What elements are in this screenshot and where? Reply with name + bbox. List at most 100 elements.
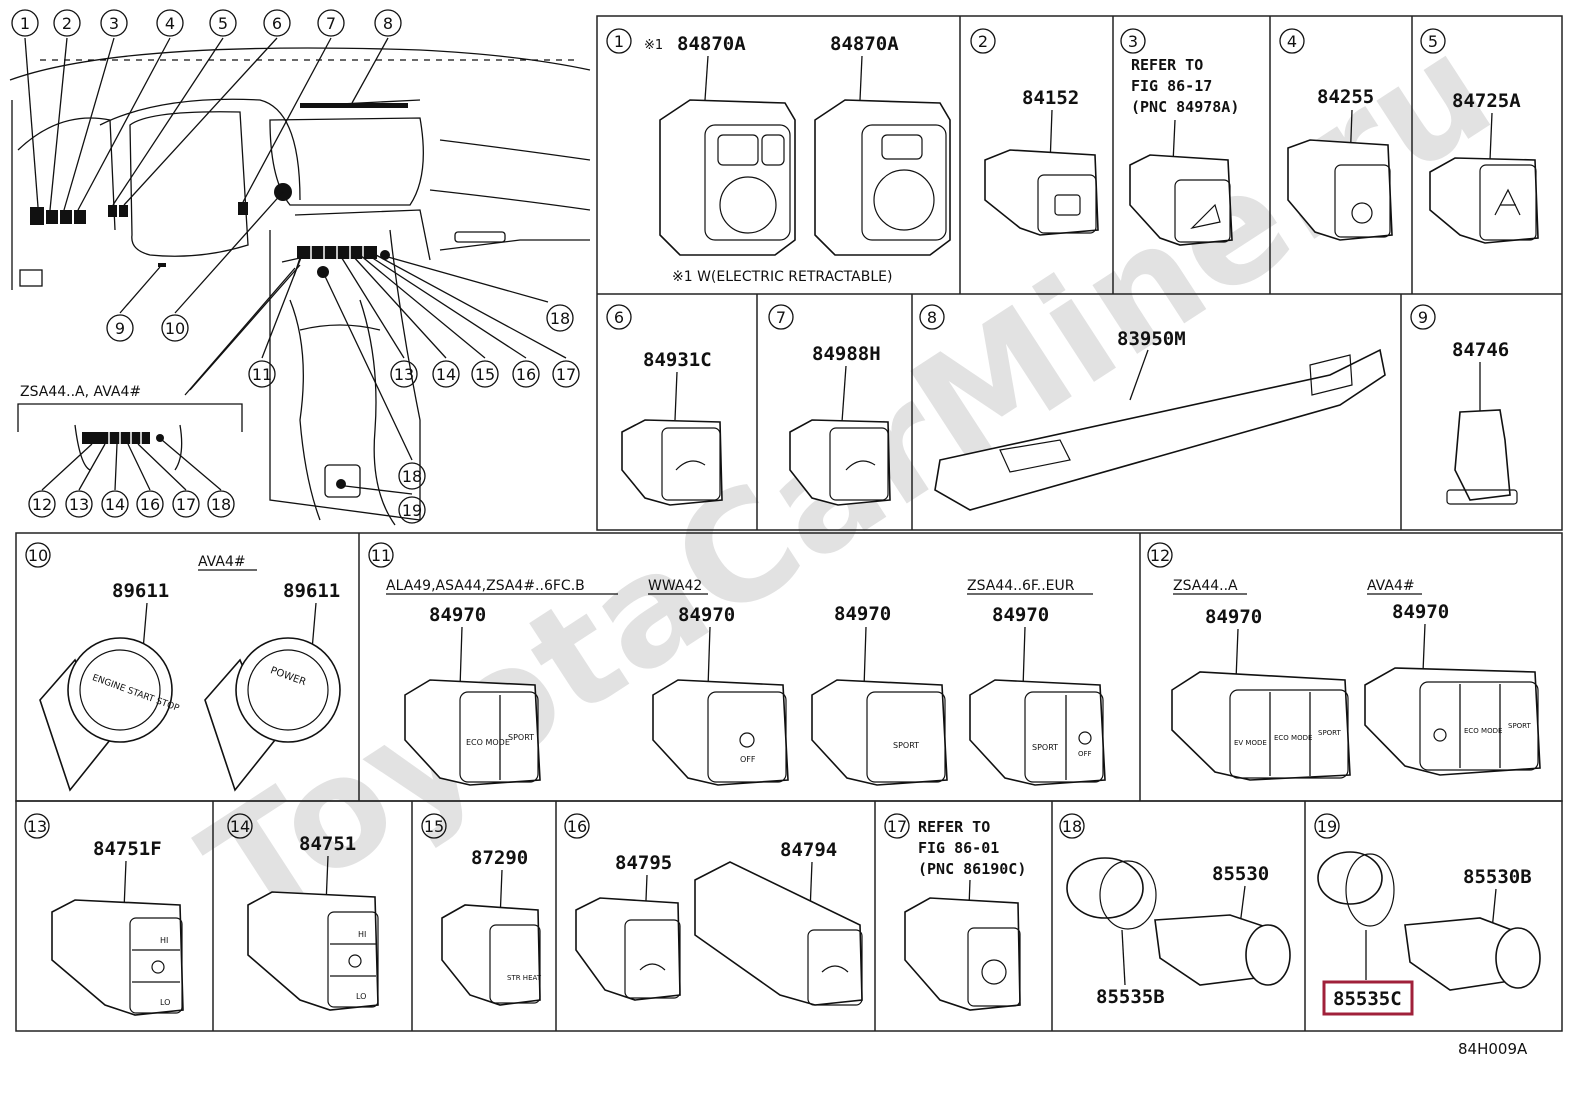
cell-16: 16 84795 84794 [564,813,863,1006]
svg-text:5: 5 [218,14,228,33]
lo-label-14: LO [356,992,366,1001]
svg-text:18: 18 [1062,817,1082,836]
svg-text:18: 18 [402,467,422,486]
svg-text:84870A: 84870A [677,33,746,55]
svg-text:15: 15 [424,817,444,836]
svg-text:84751F: 84751F [93,838,162,860]
cell-9: 9 84746 [1410,304,1518,505]
svg-text:84970: 84970 [429,604,486,626]
callout-10: 10 [161,314,189,342]
callout-14: 14 [432,360,460,388]
str-heat-label: STR HEAT [507,974,542,982]
svg-text:REFER TO: REFER TO [918,818,990,836]
svg-text:85530B: 85530B [1463,866,1532,888]
svg-text:2: 2 [62,14,72,33]
svg-text:(PNC 84978A): (PNC 84978A) [1131,98,1239,116]
callout-2: 2 [53,9,81,37]
svg-text:9: 9 [1418,308,1428,327]
svg-text:17: 17 [176,495,196,514]
svg-text:84725A: 84725A [1452,90,1521,112]
svg-text:16: 16 [567,817,587,836]
svg-text:84970: 84970 [834,603,891,625]
svg-text:84746: 84746 [1452,339,1509,361]
svg-text:84970: 84970 [1392,601,1449,623]
svg-text:19: 19 [402,501,422,520]
callout-16: 16 [512,360,540,388]
hi-label-13: HI [160,936,168,945]
svg-text:84751: 84751 [299,833,356,855]
callout-13: 13 [390,360,418,388]
sub-callout-17: 17 [172,490,200,518]
cell-10: 10 AVA4# 89611 89611 ENGINE START STOP P… [25,542,341,792]
svg-text:REFER TO: REFER TO [1131,56,1203,74]
svg-text:14: 14 [230,817,250,836]
svg-text:85530: 85530 [1212,863,1269,885]
diagram-code: 84H009A [1458,1040,1528,1058]
svg-text:1: 1 [614,32,624,51]
svg-text:84931C: 84931C [643,349,712,371]
svg-text:84152: 84152 [1022,87,1079,109]
callout-17: 17 [552,360,580,388]
overview-callouts: 1 2 3 4 5 6 7 8 9 10 11 13 14 15 16 17 1… [11,9,580,524]
callout-6: 6 [263,9,291,37]
svg-text:89611: 89611 [112,580,169,602]
svg-text:FIG 86-17: FIG 86-17 [1131,77,1212,95]
svg-text:10: 10 [165,319,185,338]
svg-text:84255: 84255 [1317,86,1374,108]
svg-text:84970: 84970 [992,604,1049,626]
cell-11: 11 ALA49,ASA44,ZSA4#..6FC.B WWA42 ZSA44.… [368,542,1106,786]
sport-label-d: SPORT [1032,743,1058,752]
cell-7: 7 84988H [768,304,891,506]
callout-18b: 18 [398,462,426,490]
callout-8: 8 [374,9,402,37]
svg-text:89611: 89611 [283,580,340,602]
ev-mode-label-a: EV MODE [1234,739,1267,747]
cell-4: 4 84255 [1279,28,1393,241]
highlighted-part-box [1322,980,1414,1016]
svg-text:4: 4 [1287,32,1297,51]
svg-text:84795: 84795 [615,852,672,874]
callout-11: 11 [248,360,276,388]
svg-text:4: 4 [165,14,175,33]
callout-5: 5 [209,9,237,37]
callout-4: 4 [156,9,184,37]
svg-text:ALA49,ASA44,ZSA4#..6FC.B: ALA49,ASA44,ZSA4#..6FC.B [386,578,585,594]
sub-callout-16: 16 [136,490,164,518]
cell-6: 6 84931C [606,304,723,506]
svg-text:16: 16 [140,495,160,514]
svg-text:83950M: 83950M [1117,328,1186,350]
cell-14: 14 84751 HI LO [227,813,379,1011]
svg-text:3: 3 [1128,32,1138,51]
svg-text:8: 8 [927,308,937,327]
svg-text:※1 W(ELECTRIC RETRACTABLE): ※1 W(ELECTRIC RETRACTABLE) [672,269,892,285]
svg-text:※1: ※1 [644,38,663,53]
cell-2: 2 84152 [970,28,1099,236]
svg-text:9: 9 [115,319,125,338]
callout-1: 1 [11,9,39,37]
svg-text:12: 12 [1150,546,1170,565]
svg-text:10: 10 [28,546,48,565]
svg-text:14: 14 [436,365,456,384]
cell-8: 8 83950M [919,304,1386,511]
svg-text:87290: 87290 [471,847,528,869]
sport-label-a: SPORT [508,733,534,742]
svg-text:ZSA44..A, AVA4#: ZSA44..A, AVA4# [20,384,141,400]
sub-callout-12: 12 [28,490,56,518]
svg-text:6: 6 [614,308,624,327]
cell-13: 13 84751F HI LO [24,813,184,1016]
svg-text:84988H: 84988H [812,343,881,365]
sub-callout-14: 14 [101,490,129,518]
cell-1: 1 ※1 84870A 84870A ※1 W(ELECTRIC RETRACT… [606,28,951,285]
sub-callout-13: 13 [65,490,93,518]
svg-text:8: 8 [383,14,393,33]
callout-19: 19 [398,496,426,524]
cell-5: 5 84725A [1420,28,1539,244]
cell-17: 17 REFER TO FIG 86-01 (PNC 86190C) [884,813,1026,1011]
svg-text:7: 7 [326,14,336,33]
svg-text:1: 1 [20,14,30,33]
svg-text:2: 2 [978,32,988,51]
off-label-d: OFF [1078,750,1092,758]
cell-15: 15 87290 STR HEAT [421,813,542,1006]
eco-mode-label: ECO MODE [466,738,510,747]
callout-9: 9 [106,314,134,342]
